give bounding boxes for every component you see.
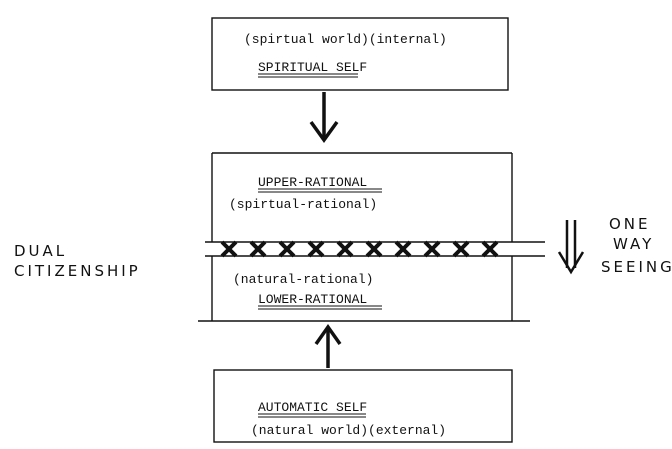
dual-label: DUAL [14,242,67,260]
lower-rational-title: LOWER-RATIONAL [258,292,367,307]
way-label: WAY [613,235,654,253]
dual-citizenship-band [205,240,545,258]
cross-mark [452,240,470,258]
cross-mark [307,240,325,258]
spiritual-rational-label: (spirtual-rational) [229,197,377,212]
cross-mark [220,240,238,258]
cross-mark [394,240,412,258]
natural-world-label: (natural world)(external) [251,423,446,438]
cross-mark [423,240,441,258]
spiritual-world-label: (spirtual world)(internal) [244,32,447,47]
upper-rational-title: UPPER-RATIONAL [258,175,367,190]
spiritual-self-box: (spirtual world)(internal) SPIRITUAL SEL… [211,17,509,91]
double-down-arrow-icon [557,220,585,275]
spiritual-self-title: SPIRITUAL SELF [258,60,367,75]
cross-marks [220,240,499,258]
cross-mark [365,240,383,258]
rational-box: UPPER-RATIONAL (spirtual-rational) (natu… [198,152,530,322]
automatic-self-title: AUTOMATIC SELF [258,400,367,415]
natural-rational-label: (natural-rational) [233,272,373,287]
citizenship-label: CITIZENSHIP [14,262,141,280]
cross-mark [336,240,354,258]
one-label: ONE [609,215,651,233]
cross-mark [249,240,267,258]
cross-mark [481,240,499,258]
up-arrow-icon [314,323,342,368]
cross-mark [278,240,296,258]
seeing-label: SEEING [601,258,672,276]
automatic-self-box: AUTOMATIC SELF (natural world)(external) [213,369,513,443]
down-arrow-icon [309,92,339,143]
